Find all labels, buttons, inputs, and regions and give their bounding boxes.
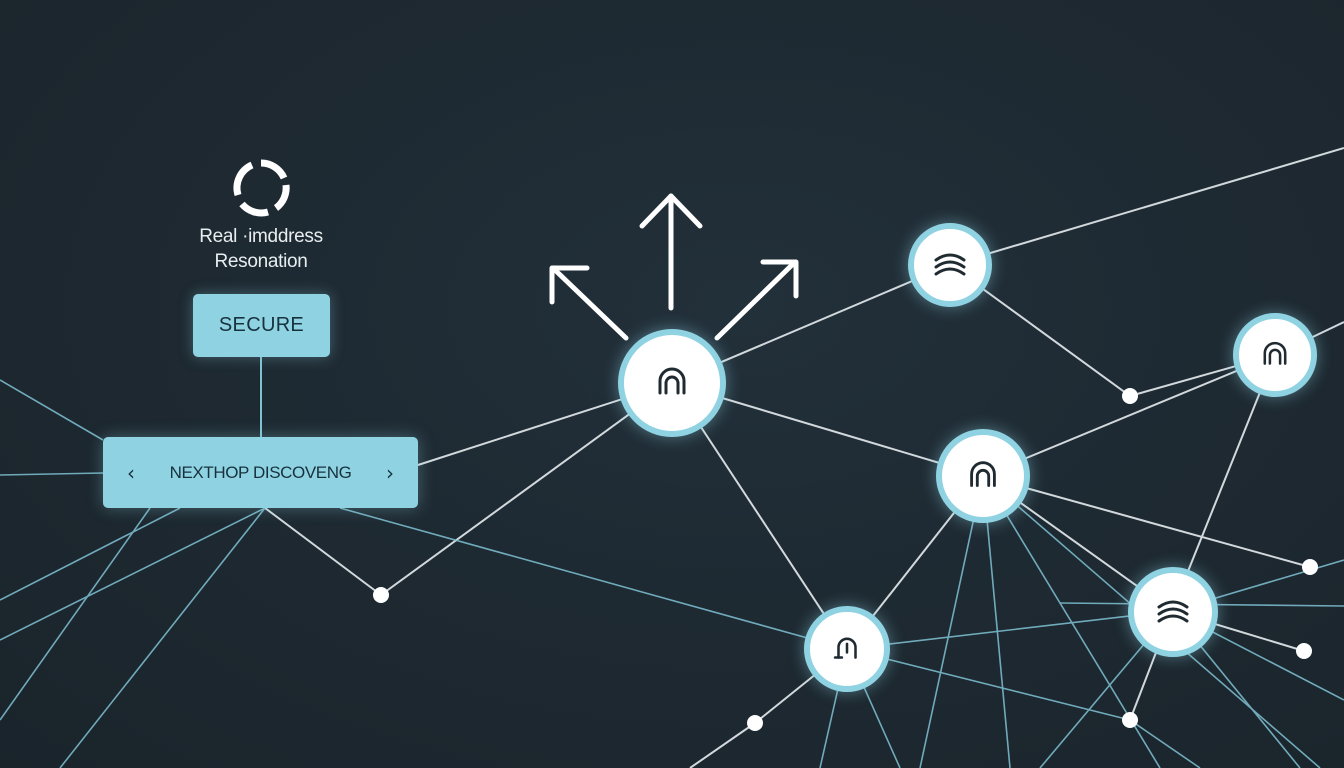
junction-dot	[1122, 712, 1138, 728]
arrow-up-right-icon	[714, 259, 799, 341]
edge	[689, 722, 756, 768]
status-caption-line1: Real ·imddress	[199, 226, 323, 247]
edge	[0, 379, 104, 441]
edge	[982, 354, 1276, 477]
edge	[1171, 354, 1276, 612]
edge	[949, 147, 1344, 266]
arrow-up-left-icon	[549, 265, 629, 341]
wave-stack-icon	[1157, 600, 1189, 623]
network-node-bottom-right[interactable]	[1128, 567, 1218, 657]
arch-icon	[1263, 341, 1287, 365]
edge	[846, 648, 1131, 721]
status-caption-line2: Resonation	[214, 251, 308, 272]
chevron-left-icon[interactable]: ‹	[127, 460, 135, 485]
junction-dot	[1296, 643, 1312, 659]
edge	[671, 382, 984, 477]
arrow-up-icon	[639, 193, 703, 311]
edge	[0, 507, 181, 601]
junction-dot	[1302, 559, 1318, 575]
nexthop-discovery-bar[interactable]: ‹ NEXTHOP DISCOVENG ›	[103, 437, 418, 508]
edge	[339, 507, 848, 650]
edge	[380, 382, 673, 596]
badge-connector-line	[260, 357, 262, 437]
wave-stack-icon	[934, 253, 966, 276]
edge	[0, 507, 266, 641]
network-node-top-right[interactable]	[908, 223, 992, 307]
edge	[982, 475, 1311, 568]
edge	[0, 472, 104, 476]
edge	[982, 475, 1011, 768]
junction-dot	[373, 587, 389, 603]
network-node-far-right[interactable]	[1233, 313, 1317, 397]
edge	[1129, 719, 1201, 768]
loading-ring-icon	[233, 159, 290, 217]
edge	[846, 610, 1173, 650]
network-node-bottom-center[interactable]	[804, 606, 890, 692]
nexthop-label: NEXTHOP DISCOVENG	[169, 462, 352, 482]
arch-icon	[970, 461, 996, 487]
junction-dot	[1122, 388, 1138, 404]
plug-icon	[833, 637, 857, 659]
status-caption: Real ·imddress Resonation	[160, 224, 362, 274]
arch-icon	[658, 367, 686, 395]
edge	[0, 507, 151, 721]
edge	[264, 507, 382, 596]
chevron-right-icon[interactable]: ›	[386, 460, 394, 485]
junction-dot	[747, 715, 763, 731]
edge	[919, 475, 984, 768]
network-node-hub[interactable]	[618, 329, 726, 437]
secure-badge[interactable]: SECURE	[193, 294, 330, 357]
edge	[59, 507, 266, 768]
network-node-center-right[interactable]	[936, 429, 1030, 523]
